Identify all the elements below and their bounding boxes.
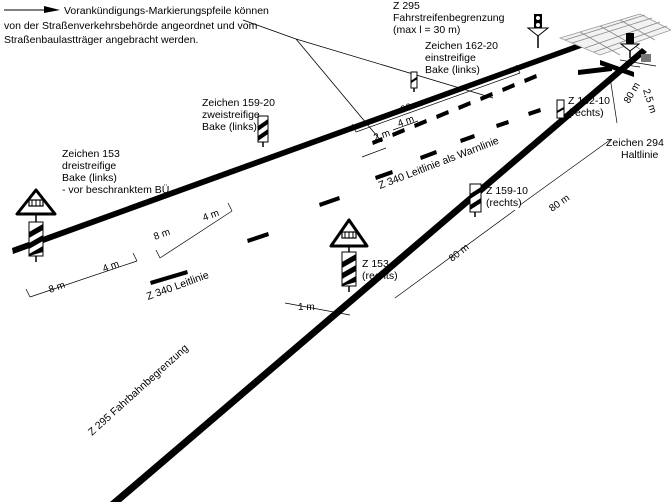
dimension-80m-far: 80 m <box>622 81 643 106</box>
z294-line-1: Zeichen 294 <box>606 137 664 149</box>
beacon-162-20-icon <box>410 71 418 92</box>
z153-left-line-3: Bake (links) <box>62 172 117 184</box>
z162-10-line-1: Z 162-10 <box>568 95 610 107</box>
z159-10-line-1: Z 159-10 <box>486 185 528 197</box>
z153-left-line-4: - vor beschranktem BÜ - <box>62 184 176 196</box>
dimension-lines <box>25 59 657 316</box>
dimension-8m-upper: 8 m <box>152 227 171 243</box>
z159-20-line-3: Bake (links) <box>202 121 257 133</box>
right-lane-solid-line <box>578 66 612 75</box>
road-edge-label: Z 295 Fahrbahnbegrenzung <box>86 342 191 438</box>
z162-10-line-2: (rechts) <box>568 107 604 119</box>
dimension-2-5m: 2,5 m <box>640 88 658 115</box>
left-road-edge-line <box>12 30 617 254</box>
header-arrow-icon <box>4 6 60 13</box>
z295-top-line-3: (max l = 30 m) <box>393 24 460 36</box>
z153-left-line-2: dreistreifige <box>62 160 116 172</box>
header-line-3: Straßenbaulastträger angebracht werden. <box>4 34 198 46</box>
sign-153-right-icon <box>329 218 369 292</box>
beacon-159-10-icon <box>469 183 482 217</box>
z159-20-line-2: zweistreifige <box>202 109 260 121</box>
z159-20-line-1: Zeichen 159-20 <box>202 97 275 109</box>
z153-right-line-2: (rechts) <box>362 270 398 282</box>
header-leader-line <box>295 38 494 99</box>
dimension-2m: 2 m <box>372 128 391 144</box>
dimension-1m: 1 m <box>298 302 315 313</box>
dimension-4m-top: 4 m <box>396 114 415 130</box>
dimension-8m-lower: 8 m <box>47 280 66 296</box>
dimension-4m-upper: 4 m <box>201 208 220 224</box>
right-road-edge-line <box>110 48 647 502</box>
dimension-80m-near: 80 m <box>447 242 471 264</box>
header-line-2: von der Straßenverkehrsbehörde angeordne… <box>4 20 258 32</box>
z162-20-line-1: Zeichen 162-20 <box>425 40 498 52</box>
warning-line-label: Z 340 Leitlinie als Warnlinie <box>377 135 501 192</box>
beacon-162-10-icon <box>556 99 565 122</box>
z162-20-line-3: Bake (links) <box>425 64 480 76</box>
header-leader-line <box>242 19 297 40</box>
dimension-80m-mid: 80 m <box>547 193 572 215</box>
dimension-4m-lower: 4 m <box>101 259 120 275</box>
warning-line-dashes <box>372 74 537 145</box>
z162-20-line-2: einstreifige <box>425 52 476 64</box>
stop-line <box>600 60 634 77</box>
z294-line-2: Haltlinie <box>621 149 659 161</box>
traffic-light-icon <box>526 14 550 48</box>
center-guide-line <box>150 108 541 285</box>
header-leader-line <box>295 38 383 143</box>
sign-153-left-icon <box>15 188 57 262</box>
z295-top-line-2: Fahrstreifenbegrenzung <box>393 12 505 24</box>
z153-left-line-1: Zeichen 153 <box>62 148 120 160</box>
header-line-1: Vorankündigungs-Markierungspfeile können <box>64 5 269 17</box>
z153-right-line-1: Z 153 <box>362 258 389 270</box>
z295-top-line-1: Z 295 <box>393 0 420 12</box>
crossing-signal-icon <box>619 33 641 58</box>
barrier-post <box>641 54 651 62</box>
beacon-159-20-icon <box>257 115 269 147</box>
railway-crossing-area <box>558 13 671 56</box>
z159-10-line-2: (rechts) <box>486 197 522 209</box>
